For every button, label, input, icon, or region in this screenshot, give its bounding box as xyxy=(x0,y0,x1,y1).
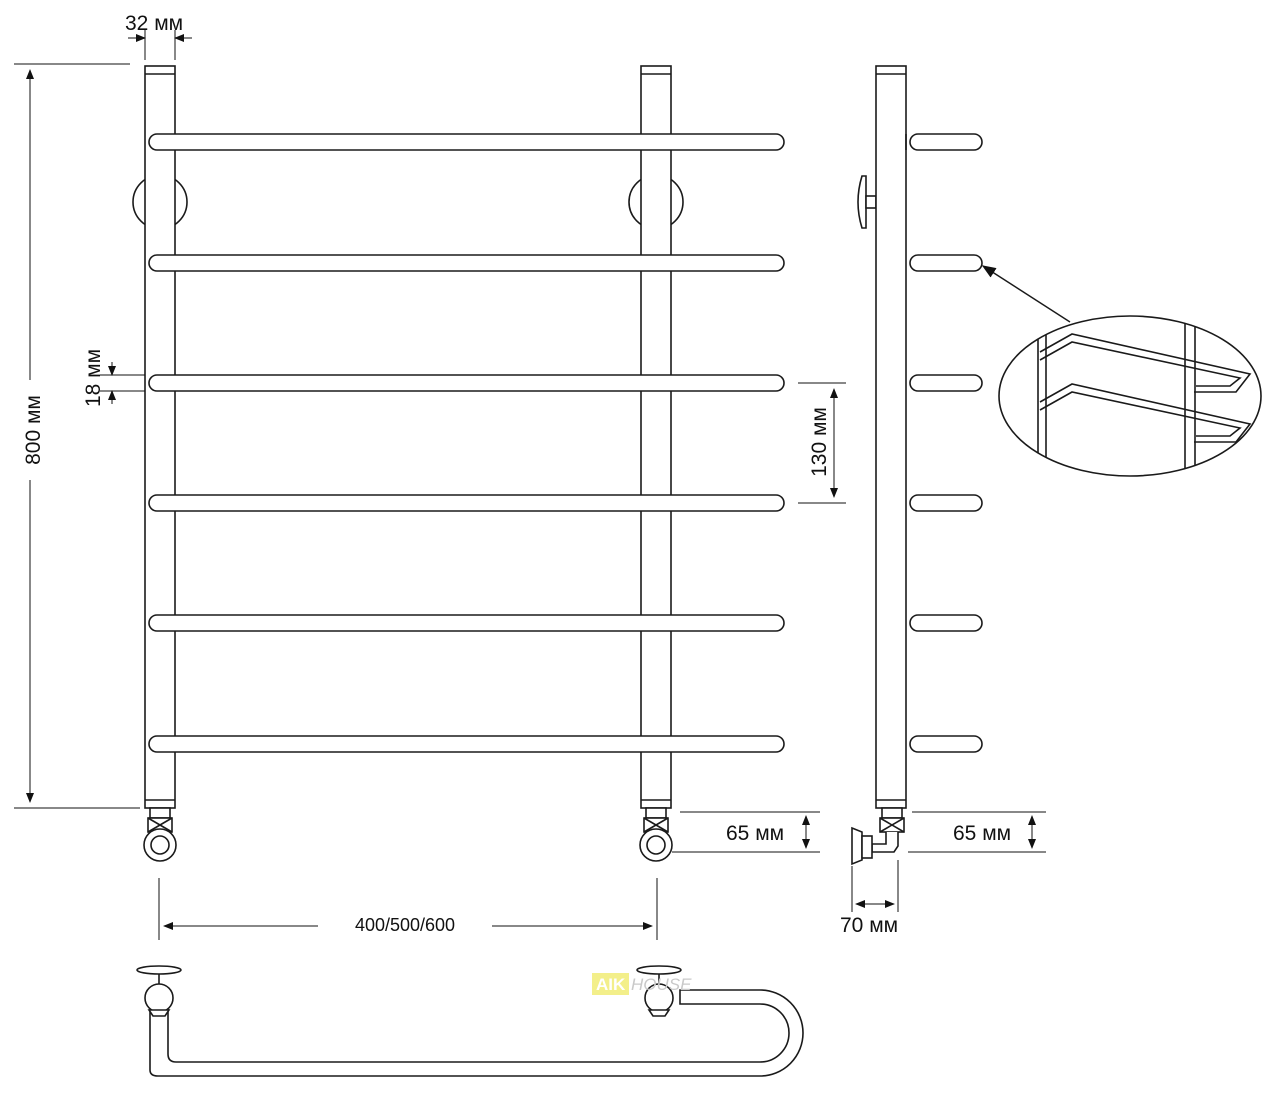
side-vertical-pipe xyxy=(875,65,907,809)
svg-text:HOUSE: HOUSE xyxy=(631,975,692,994)
rung-5 xyxy=(148,614,785,632)
rung-4 xyxy=(148,494,785,512)
dim-label-rung-diameter: 18 мм xyxy=(82,349,105,407)
side-wall-bracket xyxy=(857,175,877,229)
vertical-pipe-right xyxy=(640,65,672,809)
detail-inset xyxy=(981,265,1262,477)
top-u-pipe xyxy=(149,989,804,1077)
dim-label-center-distance: 400/500/600 xyxy=(355,915,455,935)
vertical-pipe-left xyxy=(144,65,176,809)
front-view xyxy=(132,65,785,862)
side-view xyxy=(851,65,983,866)
top-fitting-left xyxy=(136,965,182,1017)
rung-1 xyxy=(148,133,785,151)
svg-text:AIK: AIK xyxy=(596,975,626,994)
dimension-lines xyxy=(14,30,1046,940)
dim-label-connection-front: 65 мм xyxy=(726,822,784,845)
rung-3 xyxy=(148,374,785,392)
rung-2 xyxy=(148,254,785,272)
watermark-logo: AIK HOUSE xyxy=(592,973,692,995)
top-fitting-right xyxy=(636,965,682,1017)
valve-left xyxy=(143,807,177,862)
side-rungs xyxy=(905,133,983,753)
dim-label-rung-spacing: 130 мм xyxy=(808,407,831,477)
dim-label-wall-distance: 70 мм xyxy=(840,914,898,937)
rungs-front xyxy=(148,133,785,753)
dim-label-height: 800 мм xyxy=(22,395,45,465)
top-view xyxy=(136,965,804,1077)
dim-label-pipe-width: 32 мм xyxy=(125,12,183,35)
side-valve xyxy=(851,807,905,866)
dim-label-connection-side: 65 мм xyxy=(953,822,1011,845)
rung-6 xyxy=(148,735,785,753)
valve-right xyxy=(639,807,673,862)
